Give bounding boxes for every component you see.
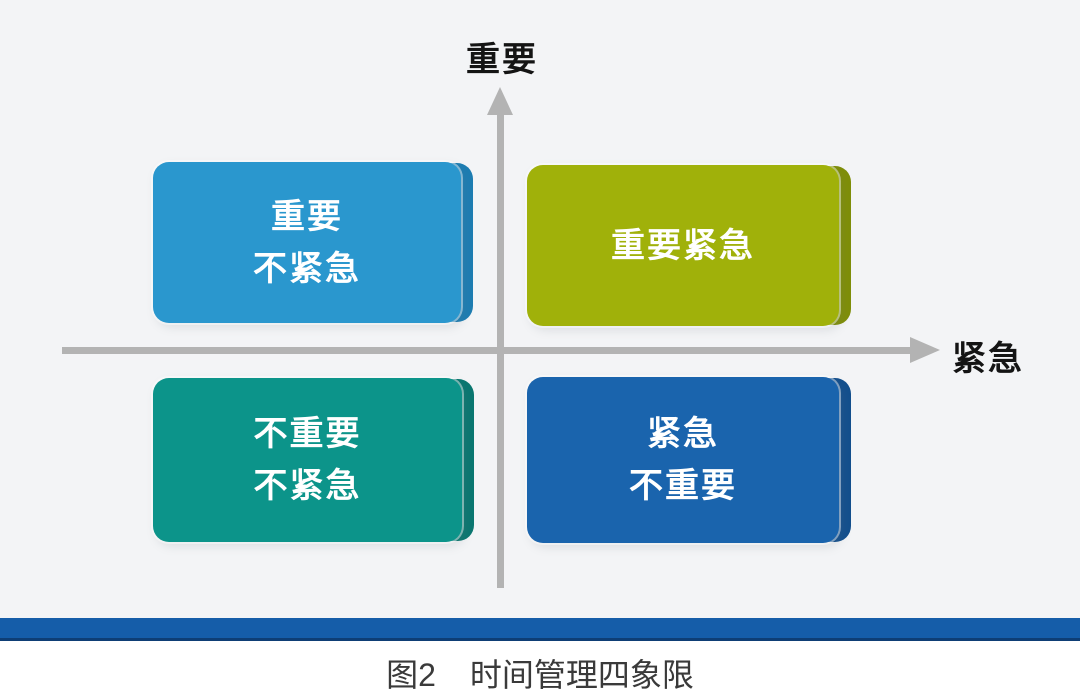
quadrant-label-line: 紧急 [647,415,719,453]
x-axis-arrow-icon [910,337,940,363]
divider-bar-edge [0,638,1080,641]
quadrant-label-line: 重要紧急 [611,226,755,265]
quadrant-label-line: 不重要 [253,415,362,453]
y-axis-arrow-icon [487,87,513,115]
quadrant-label-line: 重要 [271,197,343,236]
y-axis-label: 重要 [466,41,538,79]
quadrant-label-line: 不紧急 [253,249,361,288]
card-face: 紧急 不重要 [527,377,839,543]
divider-bar [0,618,1080,641]
x-axis-line [62,347,912,354]
figure-number: 图2 [386,657,436,693]
quadrant-important-urgent: 重要紧急 [527,165,851,326]
x-axis-label: 紧急 [952,340,1024,378]
quadrant-urgent-not-important: 紧急 不重要 [527,377,851,543]
card-face: 重要 不紧急 [153,162,461,323]
figure-title: 时间管理四象限 [469,657,694,693]
card-face: 不重要 不紧急 [153,378,462,542]
quadrant-label-line: 不重要 [629,467,737,505]
quadrant-figure: 重要 紧急 重要 不紧急 重要紧急 不重要 不紧急 紧急 不重要 [0,0,1080,618]
card-face: 重要紧急 [527,165,839,326]
quadrant-not-important-not-urgent: 不重要 不紧急 [153,378,474,542]
quadrant-label-line: 不紧急 [253,467,362,505]
quadrant-important-not-urgent: 重要 不紧急 [153,162,473,323]
figure-caption: 图2 时间管理四象限 [0,655,1080,695]
